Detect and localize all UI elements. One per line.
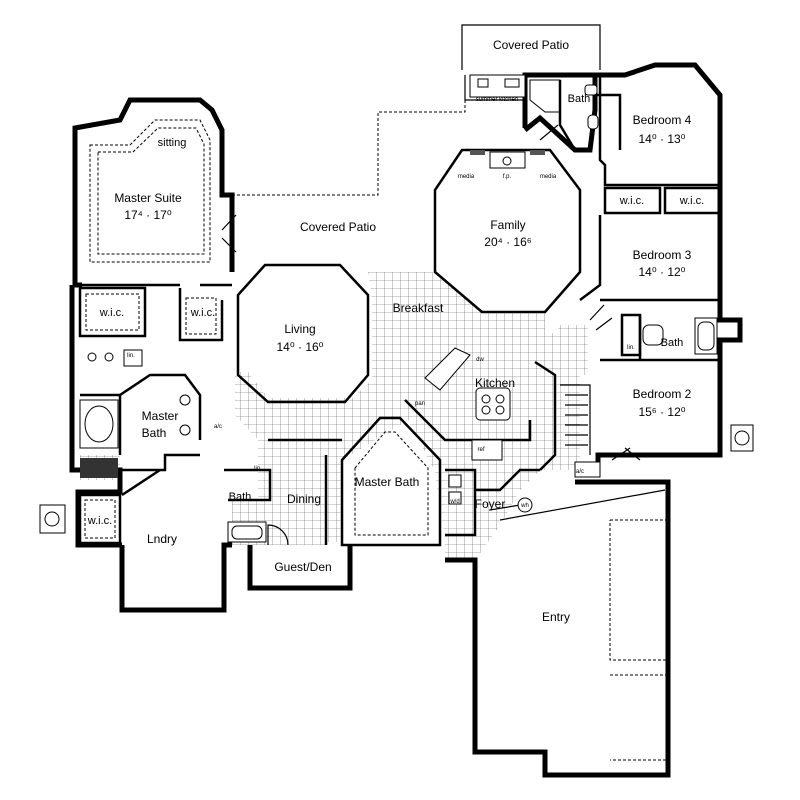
room-laundry-name: Foyer [475,497,506,511]
bath-left-label: Bath [229,491,252,503]
summer-kitchen-label: summer kitchen [476,97,518,103]
wic-master-2-label: w.i.c. [190,307,215,319]
room-family-name: Family [490,218,525,232]
room-garage-name: Entry [542,610,570,624]
media-left-label: media [458,174,475,180]
dw-label: dw [476,357,484,363]
interior-walls [39,75,754,761]
room-labels: Covered Patio Master Suite 17⁴ · 17⁰ sit… [114,38,691,624]
covered-patio-outline [232,100,466,196]
lin-1-label: lin. [127,353,135,359]
lin-3-label: lin. [627,345,635,351]
fireplace-label: f.p. [503,174,512,180]
ref-label: ref [477,447,484,453]
room-bedroom-3-name: Bedroom 3 [633,248,692,262]
room-living-name: Living [284,322,315,336]
room-dining-name: Master Bath [355,475,420,489]
room-master-suite-dims: 17⁴ · 17⁰ [124,208,172,222]
room-living-dims: 14⁰ · 16⁰ [277,340,324,354]
media-right-label: media [540,174,557,180]
room-bedroom-2-name: Bedroom 2 [633,387,692,401]
room-bedroom-2-dims: 15⁶ · 12⁰ [638,405,685,419]
room-foyer-name: Dining [287,492,321,506]
room-sitting-name: sitting [158,137,187,149]
wic-bed4-2-label: w.i.c. [679,195,704,207]
wic-guest-label: w.i.c. [87,515,112,527]
bath-top-label: Bath [568,93,591,105]
room-entry-name: Guest/Den [274,560,331,574]
room-master-suite-name: Master Suite [114,191,182,205]
ac-label: a/c [576,469,584,475]
lin-2-label: lin. [254,466,262,472]
bath-mid-label: Bath [661,337,684,349]
room-family-dims: 20⁴ · 16⁶ [484,235,532,249]
small-labels: w.i.c. w.i.c. w.i.c. w.i.c. w.i.c. Bath … [87,93,704,527]
room-covered-patio-name: Covered Patio [300,220,376,234]
room-bedroom-3-dims: 14⁰ · 12⁰ [639,265,686,279]
room-breakfast-name: Breakfast [393,301,444,315]
rear-covered-patio [461,24,601,98]
wic-master-1-label: w.i.c. [99,307,124,319]
room-bedroom-4-name: Bedroom 4 [633,113,692,127]
room-covered-patio-rear-name: Covered Patio [493,38,569,52]
wic-bed4-1-label: w.i.c. [619,195,644,207]
ac2-label: a/c [214,424,222,430]
room-master-bath-name-line2: Bath [142,426,167,440]
room-guest-den-name: Lndry [147,532,177,546]
wd-label: w/d [449,499,459,505]
room-kitchen-name: Kitchen [475,376,515,390]
room-bedroom-4-dims: 14⁰ · 13⁰ [639,132,686,146]
pantry-label: pan [415,401,425,407]
wh-label: wh [520,503,529,509]
room-master-bath-name-line1: Master [142,409,179,423]
